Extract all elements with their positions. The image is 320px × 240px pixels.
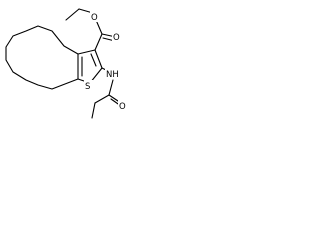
macrocycle-ring	[5, 25, 79, 90]
bond-ring-to-ester-carbon	[94, 33, 103, 51]
amide-nitrogen-label: NH	[106, 70, 119, 80]
ester-carbon-to-ether-oxygen	[95, 19, 103, 35]
nitrogen-to-carbonyl-carbon	[108, 79, 114, 96]
ester-carbonyl-oxygen-label: O	[113, 33, 120, 43]
thiophene-double-bond-c3-c2	[90, 53, 97, 67]
thiophene-bond-c3a-c3	[77, 49, 96, 55]
macrocycle-bonds	[5, 25, 79, 90]
chemical-structure-diagram: O O S NH O	[5, 8, 127, 119]
thiophene-ring	[77, 49, 103, 84]
ch2-to-ch3	[65, 8, 80, 21]
amide-carbonyl-oxygen-label: O	[119, 102, 126, 112]
carbonyl-to-ch2	[94, 94, 110, 104]
thiophene-bond-c3-c2	[94, 49, 103, 69]
atom-labels: O O S NH O	[84, 11, 127, 112]
ethyl-ester-group	[65, 8, 117, 51]
thiophene-sulfur-label: S	[85, 82, 90, 92]
ester-ether-oxygen-label: O	[91, 13, 98, 23]
ch2-to-ch3-amide	[91, 102, 96, 119]
